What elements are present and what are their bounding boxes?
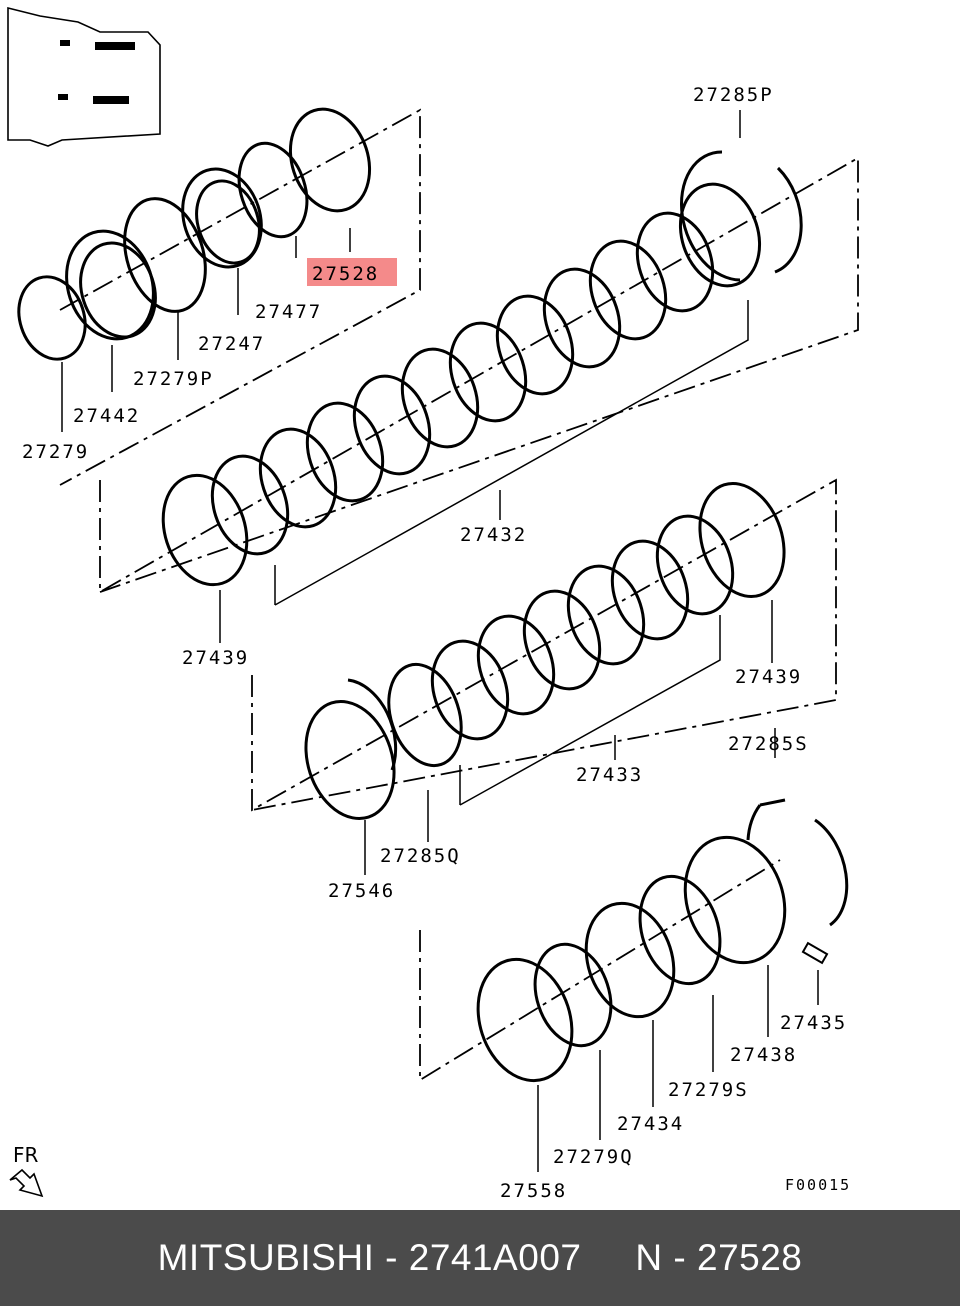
label-27442[interactable]: 27442 — [73, 405, 140, 427]
part-info-footer: MITSUBISHI - 2741A007 N - 27528 — [0, 1210, 960, 1306]
label-27546[interactable]: 27546 — [328, 880, 395, 902]
figure-code: F00015 — [785, 1176, 851, 1194]
label-27279Q[interactable]: 27279Q — [553, 1146, 634, 1168]
label-27247[interactable]: 27247 — [198, 333, 265, 355]
label-27285S[interactable]: 27285S — [728, 733, 809, 755]
label-27279[interactable]: 27279 — [22, 441, 89, 463]
middle-clutch-pack — [304, 481, 786, 821]
label-27438[interactable]: 27438 — [730, 1044, 797, 1066]
reference-prefix: N - — [635, 1237, 697, 1278]
part-number: 2741A007 — [408, 1237, 582, 1278]
lower-ring-group — [476, 798, 849, 1083]
front-direction-marker: FR — [9, 1143, 44, 1198]
label-27439-a[interactable]: 27439 — [182, 647, 249, 669]
reference-number: 27528 — [697, 1237, 803, 1278]
footer-gap — [581, 1237, 635, 1279]
label-27558[interactable]: 27558 — [500, 1180, 567, 1202]
footer-separator: - — [374, 1237, 409, 1278]
group-outline-lower — [419, 859, 781, 1082]
top-ring-group — [17, 107, 372, 361]
brand-name: MITSUBISHI — [157, 1237, 375, 1278]
label-27433[interactable]: 27433 — [576, 764, 643, 786]
label-27528[interactable]: 27528 — [312, 263, 379, 285]
fr-arrow-icon — [9, 1168, 44, 1198]
leader-lines — [61, 110, 819, 1172]
label-27285P[interactable]: 27285P — [693, 84, 774, 106]
exploded-parts-diagram: 27285P 27528 27477 27247 27279P 27442 27… — [7, 6, 859, 1202]
group-outline-top — [59, 108, 421, 486]
group-outline-upper — [99, 156, 859, 594]
upper-clutch-pack — [161, 150, 803, 587]
highlight-box — [307, 258, 397, 286]
label-27434[interactable]: 27434 — [617, 1113, 684, 1135]
label-27477[interactable]: 27477 — [255, 301, 322, 323]
label-27432[interactable]: 27432 — [460, 524, 527, 546]
fr-label: FR — [13, 1143, 39, 1167]
transmission-thumbnail — [7, 6, 161, 147]
label-27439-b[interactable]: 27439 — [735, 666, 802, 688]
group-outline-middle — [251, 478, 837, 812]
label-27279S[interactable]: 27279S — [668, 1079, 749, 1101]
label-27285Q[interactable]: 27285Q — [380, 845, 461, 867]
label-27279P[interactable]: 27279P — [133, 368, 214, 390]
label-27435[interactable]: 27435 — [780, 1012, 847, 1034]
